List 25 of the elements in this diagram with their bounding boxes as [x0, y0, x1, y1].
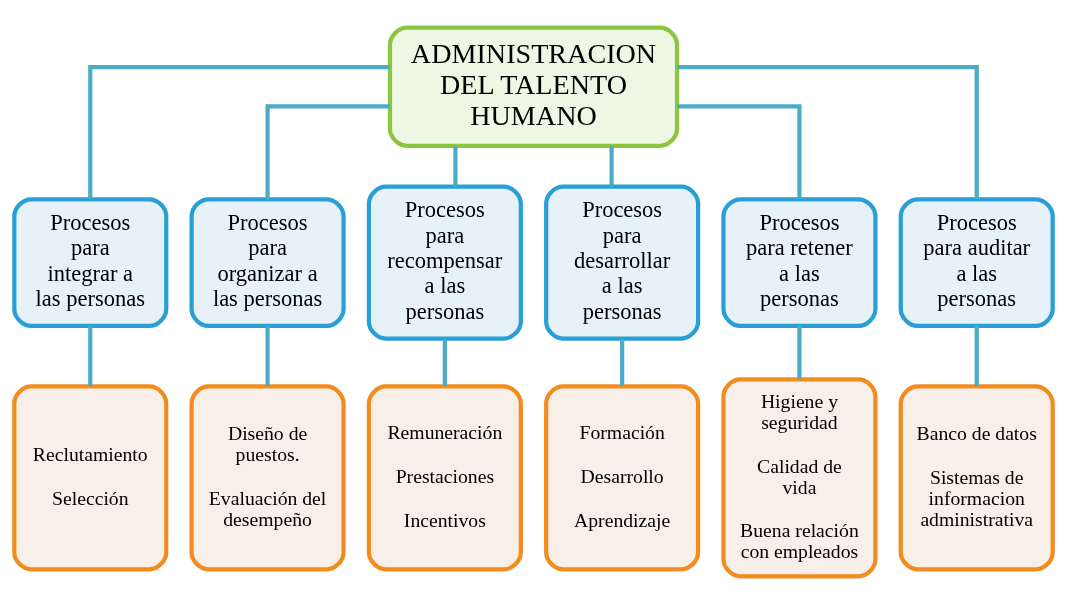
node-box: Diseño de puestos. Evaluación del desempeño: [189, 383, 346, 571]
node-box: Procesos para recompensar a las personas: [366, 184, 523, 341]
connector: [609, 145, 614, 187]
connector: [797, 325, 802, 379]
connector: [677, 103, 802, 199]
node-box: Reclutamiento Selección: [12, 383, 169, 571]
node-box: Remuneración Prestaciones Incentivos: [366, 383, 523, 571]
node-box: Formación Desarrollo Aprendizaje: [544, 383, 701, 571]
node-box: Procesos para integrar a las personas: [12, 196, 169, 328]
node-box: Procesos para retener a las personas: [721, 196, 878, 328]
connector: [88, 64, 390, 199]
connector: [453, 145, 458, 187]
node-box: Procesos para desarrollar a las personas: [544, 184, 701, 341]
connector: [88, 325, 93, 386]
connector: [677, 64, 979, 199]
node-box: Banco de datos Sistemas de informacion administrativa: [898, 383, 1055, 571]
node-box: Procesos para auditar a las personas: [898, 196, 1055, 328]
node-box: Higiene y seguridad Calidad de vida Buena relación con empleados: [721, 376, 878, 578]
connector: [265, 325, 270, 386]
connector: [265, 103, 390, 199]
connector: [974, 325, 979, 386]
connector: [442, 338, 447, 386]
node-box: Procesos para organizar a las personas: [189, 196, 346, 328]
node-box: ADMINISTRACION DEL TALENTO HUMANO: [387, 25, 680, 148]
connector: [620, 338, 625, 386]
